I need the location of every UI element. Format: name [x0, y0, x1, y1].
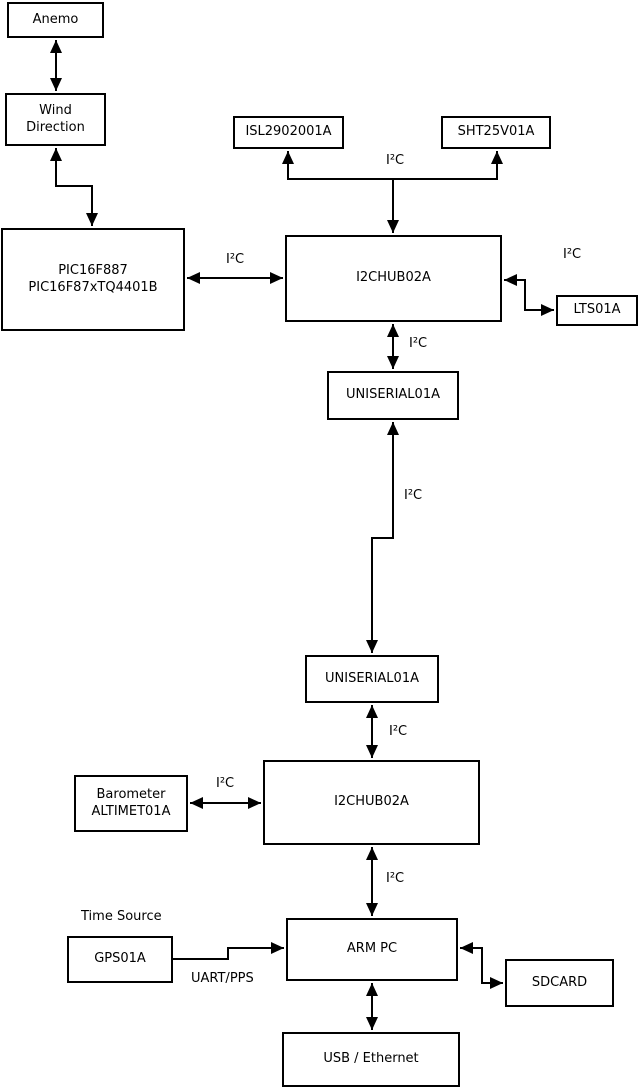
- node-lts-label: LTS01A: [573, 302, 621, 318]
- edge-label-bus-uniserial-hub2: I²C: [389, 724, 408, 739]
- node-arm-pc: ARM PC: [286, 918, 458, 981]
- node-anemo: Anemo: [7, 2, 104, 38]
- node-usb-ethernet-label: USB / Ethernet: [323, 1051, 419, 1067]
- node-isl: ISL2902001A: [233, 116, 344, 149]
- node-i2c-hub-top: I2CHUB02A: [285, 235, 502, 322]
- node-uniserial-top-label: UNISERIAL01A: [346, 387, 440, 403]
- node-pic-line2: PIC16F87xTQ4401B: [28, 279, 158, 295]
- node-wind-direction: Wind Direction: [5, 93, 106, 146]
- edge-uniserial-link: [366, 422, 399, 653]
- edge-label-bus-hub-uniserial: I²C: [409, 336, 428, 351]
- node-pic: PIC16F887 PIC16F87xTQ4401B: [1, 228, 185, 331]
- edge-label-bus-uniserial-link: I²C: [404, 488, 423, 503]
- edge-hub-lts: [504, 274, 554, 316]
- node-sdcard: SDCARD: [505, 959, 614, 1007]
- edge-label-bus-hub-lts: I²C: [563, 247, 582, 262]
- node-gps-label: GPS01A: [94, 951, 146, 967]
- node-wind-direction-line2: Direction: [26, 119, 85, 135]
- node-sht-label: SHT25V01A: [457, 124, 535, 140]
- node-i2c-hub-bottom: I2CHUB02A: [263, 760, 480, 845]
- node-barometer-line1: Barometer: [96, 786, 166, 802]
- node-sht: SHT25V01A: [441, 116, 551, 149]
- edge-label-uart-pps: UART/PPS: [191, 971, 254, 986]
- node-anemo-label: Anemo: [32, 11, 79, 27]
- edge-label-bus-pic-hub: I²C: [226, 252, 245, 267]
- node-wind-direction-line1: Wind: [39, 102, 72, 118]
- node-uniserial-top: UNISERIAL01A: [327, 371, 459, 420]
- node-sdcard-label: SDCARD: [531, 974, 588, 990]
- edge-label-time-source: Time Source: [81, 909, 162, 924]
- node-arm-pc-label: ARM PC: [346, 941, 398, 957]
- edge-wind-pic: [50, 148, 98, 226]
- node-barometer-line2: ALTIMET01A: [91, 803, 171, 819]
- node-lts: LTS01A: [556, 295, 638, 326]
- edge-armpc-sdcard: [460, 942, 503, 989]
- node-barometer: Barometer ALTIMET01A: [74, 775, 188, 832]
- node-pic-line1: PIC16F887: [58, 262, 128, 278]
- edge-label-bus-top: I²C: [386, 153, 405, 168]
- edge-label-bus-baro-hub2: I²C: [216, 776, 235, 791]
- edge-label-bus-hub2-arm: I²C: [386, 871, 405, 886]
- node-uniserial-bottom-label: UNISERIAL01A: [325, 670, 419, 686]
- node-usb-ethernet: USB / Ethernet: [282, 1032, 460, 1087]
- node-i2c-hub-top-label: I2CHUB02A: [356, 270, 431, 286]
- node-gps: GPS01A: [67, 936, 173, 983]
- node-i2c-hub-bottom-label: I2CHUB02A: [334, 794, 409, 810]
- node-uniserial-bottom: UNISERIAL01A: [305, 655, 439, 703]
- edge-gps-armpc: [173, 942, 284, 960]
- node-isl-label: ISL2902001A: [245, 124, 332, 140]
